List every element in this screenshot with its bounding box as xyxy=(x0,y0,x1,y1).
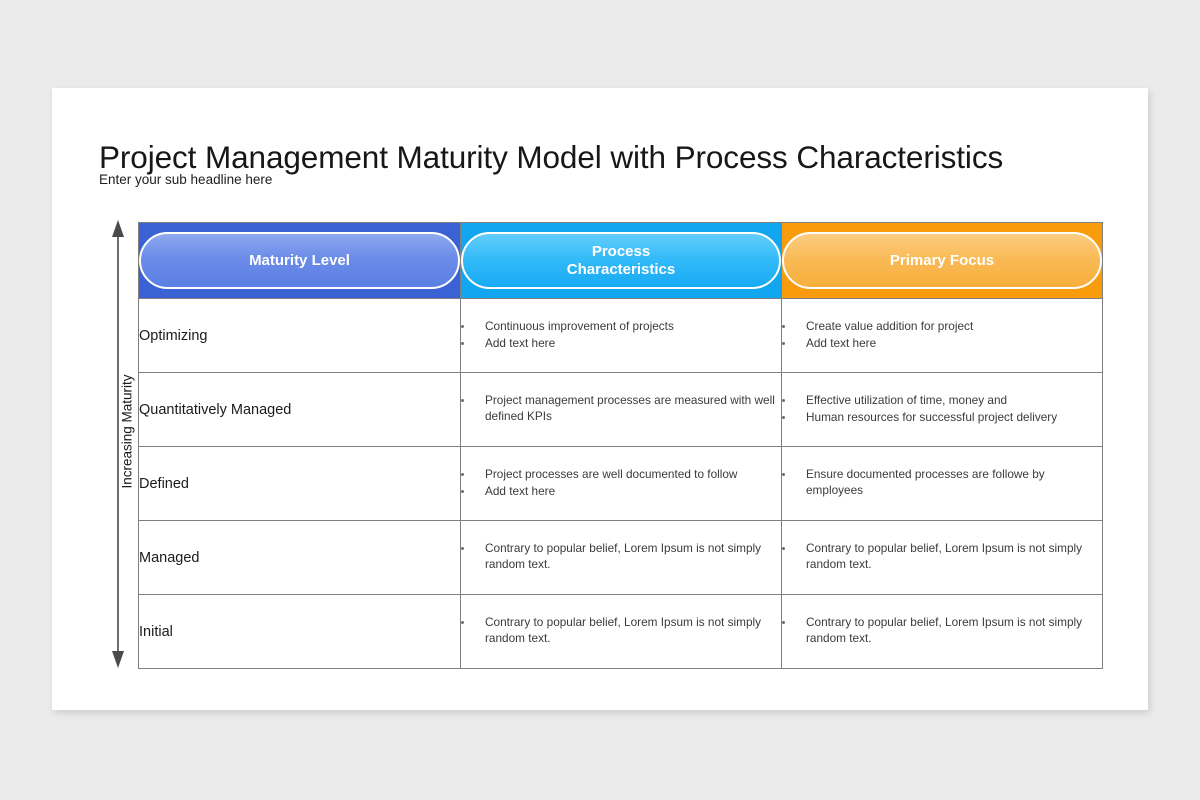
list-item: Project management processes are measure… xyxy=(461,393,781,424)
process-characteristics-cell: Project processes are well documented to… xyxy=(460,446,782,521)
process-characteristics-cell: Continuous improvement of projects Add t… xyxy=(460,298,782,373)
primary-focus-cell: Contrary to popular belief, Lorem Ipsum … xyxy=(781,520,1103,595)
column-header-maturity-level[interactable]: Maturity Level xyxy=(138,222,461,299)
bullet-list: Create value addition for project Add te… xyxy=(782,319,1102,351)
maturity-level-cell: Defined xyxy=(138,446,461,521)
list-item: Human resources for successful project d… xyxy=(782,410,1102,426)
list-item: Contrary to popular belief, Lorem Ipsum … xyxy=(782,615,1102,646)
primary-focus-cell: Effective utilization of time, money and… xyxy=(781,372,1103,447)
bullet-list: Ensure documented processes are followe … xyxy=(782,467,1102,498)
bullet-list: Effective utilization of time, money and… xyxy=(782,393,1102,425)
table-body: Optimizing Continuous improvement of pro… xyxy=(138,298,1103,669)
bullet-list: Contrary to popular belief, Lorem Ipsum … xyxy=(782,615,1102,646)
list-item: Create value addition for project xyxy=(782,319,1102,335)
column-header-primary-focus[interactable]: Primary Focus xyxy=(781,222,1103,299)
bullet-list: Contrary to popular belief, Lorem Ipsum … xyxy=(461,615,781,646)
list-item: Continuous improvement of projects xyxy=(461,319,781,335)
list-item: Project processes are well documented to… xyxy=(461,467,781,483)
list-item: Add text here xyxy=(461,336,781,352)
bullet-list: Project management processes are measure… xyxy=(461,393,781,424)
axis-label: Increasing Maturity xyxy=(119,374,135,489)
list-item: Effective utilization of time, money and xyxy=(782,393,1102,409)
maturity-level-cell: Quantitatively Managed xyxy=(138,372,461,447)
primary-focus-label: Primary Focus xyxy=(889,251,995,269)
list-item: Contrary to popular belief, Lorem Ipsum … xyxy=(782,541,1102,572)
process-characteristics-cell: Contrary to popular belief, Lorem Ipsum … xyxy=(460,520,782,595)
maturity-level-cell: Managed xyxy=(138,520,461,595)
process-characteristics-cell: Contrary to popular belief, Lorem Ipsum … xyxy=(460,594,782,669)
maturity-level-cell: Initial xyxy=(138,594,461,669)
list-item: Contrary to popular belief, Lorem Ipsum … xyxy=(461,615,781,646)
maturity-axis: Increasing Maturity xyxy=(97,218,139,670)
list-item: Contrary to popular belief, Lorem Ipsum … xyxy=(461,541,781,572)
bullet-list: Contrary to popular belief, Lorem Ipsum … xyxy=(782,541,1102,572)
double-arrow-vertical-icon xyxy=(112,220,124,668)
table-row[interactable]: Optimizing Continuous improvement of pro… xyxy=(138,298,1103,373)
table-row[interactable]: Quantitatively Managed Project managemen… xyxy=(138,372,1103,447)
page-title: Project Management Maturity Model with P… xyxy=(99,139,1004,176)
maturity-level-label: Maturity Level xyxy=(249,251,350,269)
page-subtitle: Enter your sub headline here xyxy=(99,172,273,187)
list-item: Ensure documented processes are followe … xyxy=(782,467,1102,498)
bullet-list: Contrary to popular belief, Lorem Ipsum … xyxy=(461,541,781,572)
list-item: Add text here xyxy=(461,484,781,500)
primary-focus-cell: Ensure documented processes are followe … xyxy=(781,446,1103,521)
primary-focus-cell: Contrary to popular belief, Lorem Ipsum … xyxy=(781,594,1103,669)
table-row[interactable]: Managed Contrary to popular belief, Lore… xyxy=(138,520,1103,595)
table-row[interactable]: Defined Project processes are well docum… xyxy=(138,446,1103,521)
process-characteristics-cell: Project management processes are measure… xyxy=(460,372,782,447)
bullet-list: Project processes are well documented to… xyxy=(461,467,781,499)
maturity-level-pill: Maturity Level xyxy=(139,232,460,289)
maturity-level-cell: Optimizing xyxy=(138,298,461,373)
slide-card: Project Management Maturity Model with P… xyxy=(52,88,1148,710)
primary-focus-pill: Primary Focus xyxy=(782,232,1102,289)
primary-focus-cell: Create value addition for project Add te… xyxy=(781,298,1103,373)
table-row[interactable]: Initial Contrary to popular belief, Lore… xyxy=(138,594,1103,669)
list-item: Add text here xyxy=(782,336,1102,352)
bullet-list: Continuous improvement of projects Add t… xyxy=(461,319,781,351)
